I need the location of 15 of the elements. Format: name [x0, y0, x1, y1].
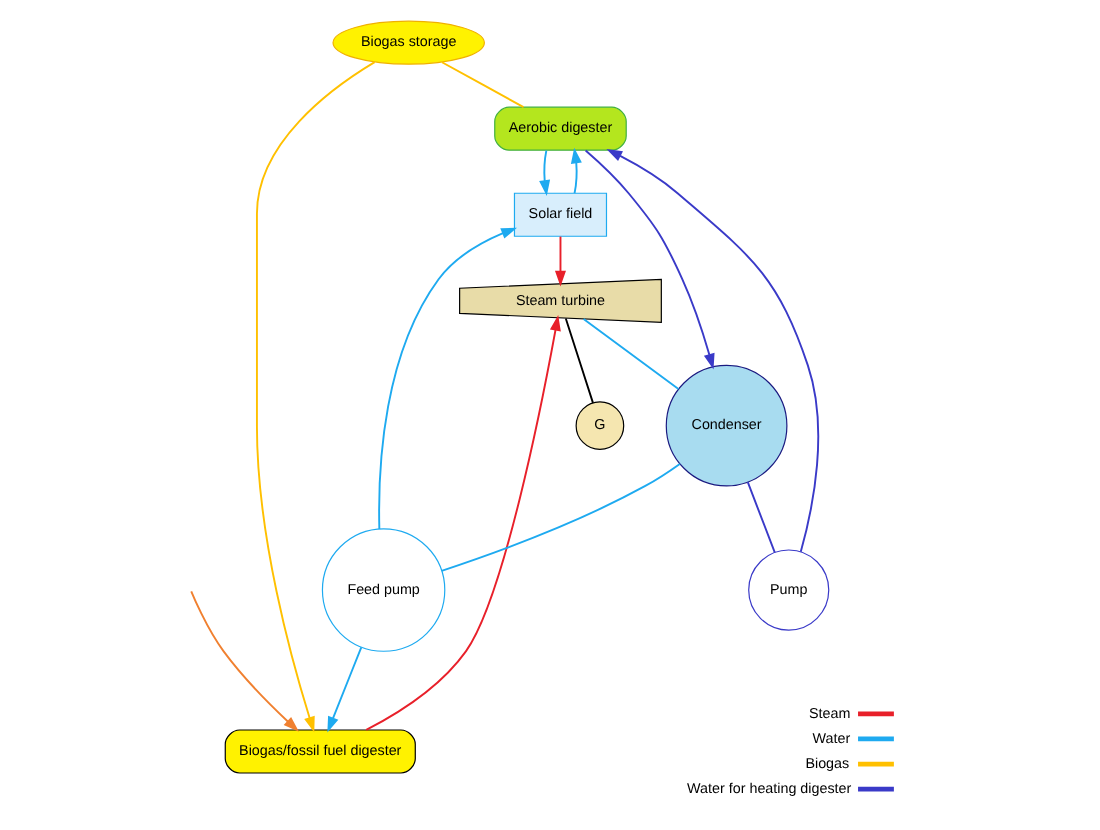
connector: [439, 463, 680, 572]
connector: [745, 481, 775, 554]
connector: [563, 317, 593, 404]
arrow: [583, 149, 714, 370]
arrow: [189, 590, 298, 732]
connector: [581, 318, 679, 390]
arrow: [553, 235, 565, 287]
connector: [440, 61, 524, 109]
arrow: [538, 149, 550, 196]
arrow: [377, 227, 516, 530]
arrow: [364, 314, 560, 731]
arrow: [326, 646, 362, 733]
arrow: [605, 149, 819, 553]
arrow: [255, 61, 375, 733]
arrow: [569, 147, 581, 195]
